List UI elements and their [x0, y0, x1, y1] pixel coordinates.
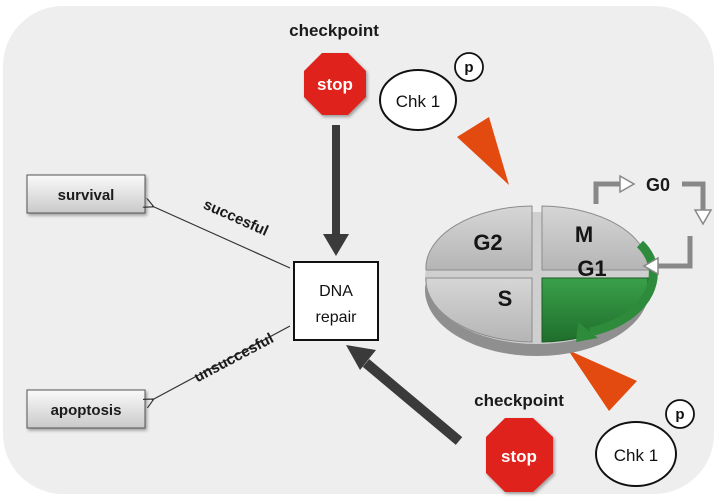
dna-repair-line2: repair: [316, 309, 358, 326]
stop-sign-top-label: stop: [317, 75, 353, 94]
survival-label: survival: [58, 187, 115, 204]
checkpoint-bottom-label: checkpoint: [474, 391, 564, 410]
phospho-bottom-icon: [665, 399, 695, 429]
checkpoint-top-label: checkpoint: [289, 21, 379, 40]
g2-segment: [425, 205, 533, 271]
chk1-bottom-label: Chk 1: [614, 446, 658, 465]
g0-label: G0: [646, 175, 670, 195]
g1-label: G1: [577, 256, 606, 281]
inhibition-wedge-bottom: [568, 350, 637, 411]
stop-sign-bottom-label: stop: [501, 447, 537, 466]
dna-repair-box: DNA repair: [293, 261, 379, 341]
survival-box: survival: [26, 174, 146, 214]
g0-loop: G0: [593, 174, 713, 276]
inhibition-wedge-top: [457, 117, 509, 185]
stop-sign-bottom: stop: [486, 418, 553, 492]
arrow-to-survival: [152, 206, 291, 269]
cell-cycle-pie: G2 M S G1: [425, 205, 658, 356]
apoptosis-label: apoptosis: [51, 402, 122, 419]
chk1-bottom: Chk 1 p: [595, 399, 695, 487]
phospho-top-icon: [454, 52, 484, 82]
arrow-checkpoint-bottom-to-dna-repair: [346, 345, 463, 445]
phospho-top-label: p: [464, 59, 473, 76]
s-segment: [425, 277, 533, 343]
g2-label: G2: [473, 230, 502, 255]
phospho-bottom-label: p: [675, 406, 684, 423]
stop-sign-top: stop: [304, 53, 366, 115]
chk1-top: Chk 1 p: [379, 52, 484, 131]
arrow-to-apoptosis: [152, 325, 291, 400]
background-panel: [3, 6, 714, 494]
apoptosis-box: apoptosis: [26, 389, 146, 429]
s-label: S: [498, 286, 513, 311]
chk1-top-label: Chk 1: [396, 92, 440, 111]
g1-curved-arrow: [588, 240, 658, 337]
dna-repair-line1: DNA: [319, 283, 353, 300]
m-label: M: [575, 222, 593, 247]
arrow-checkpoint-top-to-dna-repair: [323, 125, 349, 256]
